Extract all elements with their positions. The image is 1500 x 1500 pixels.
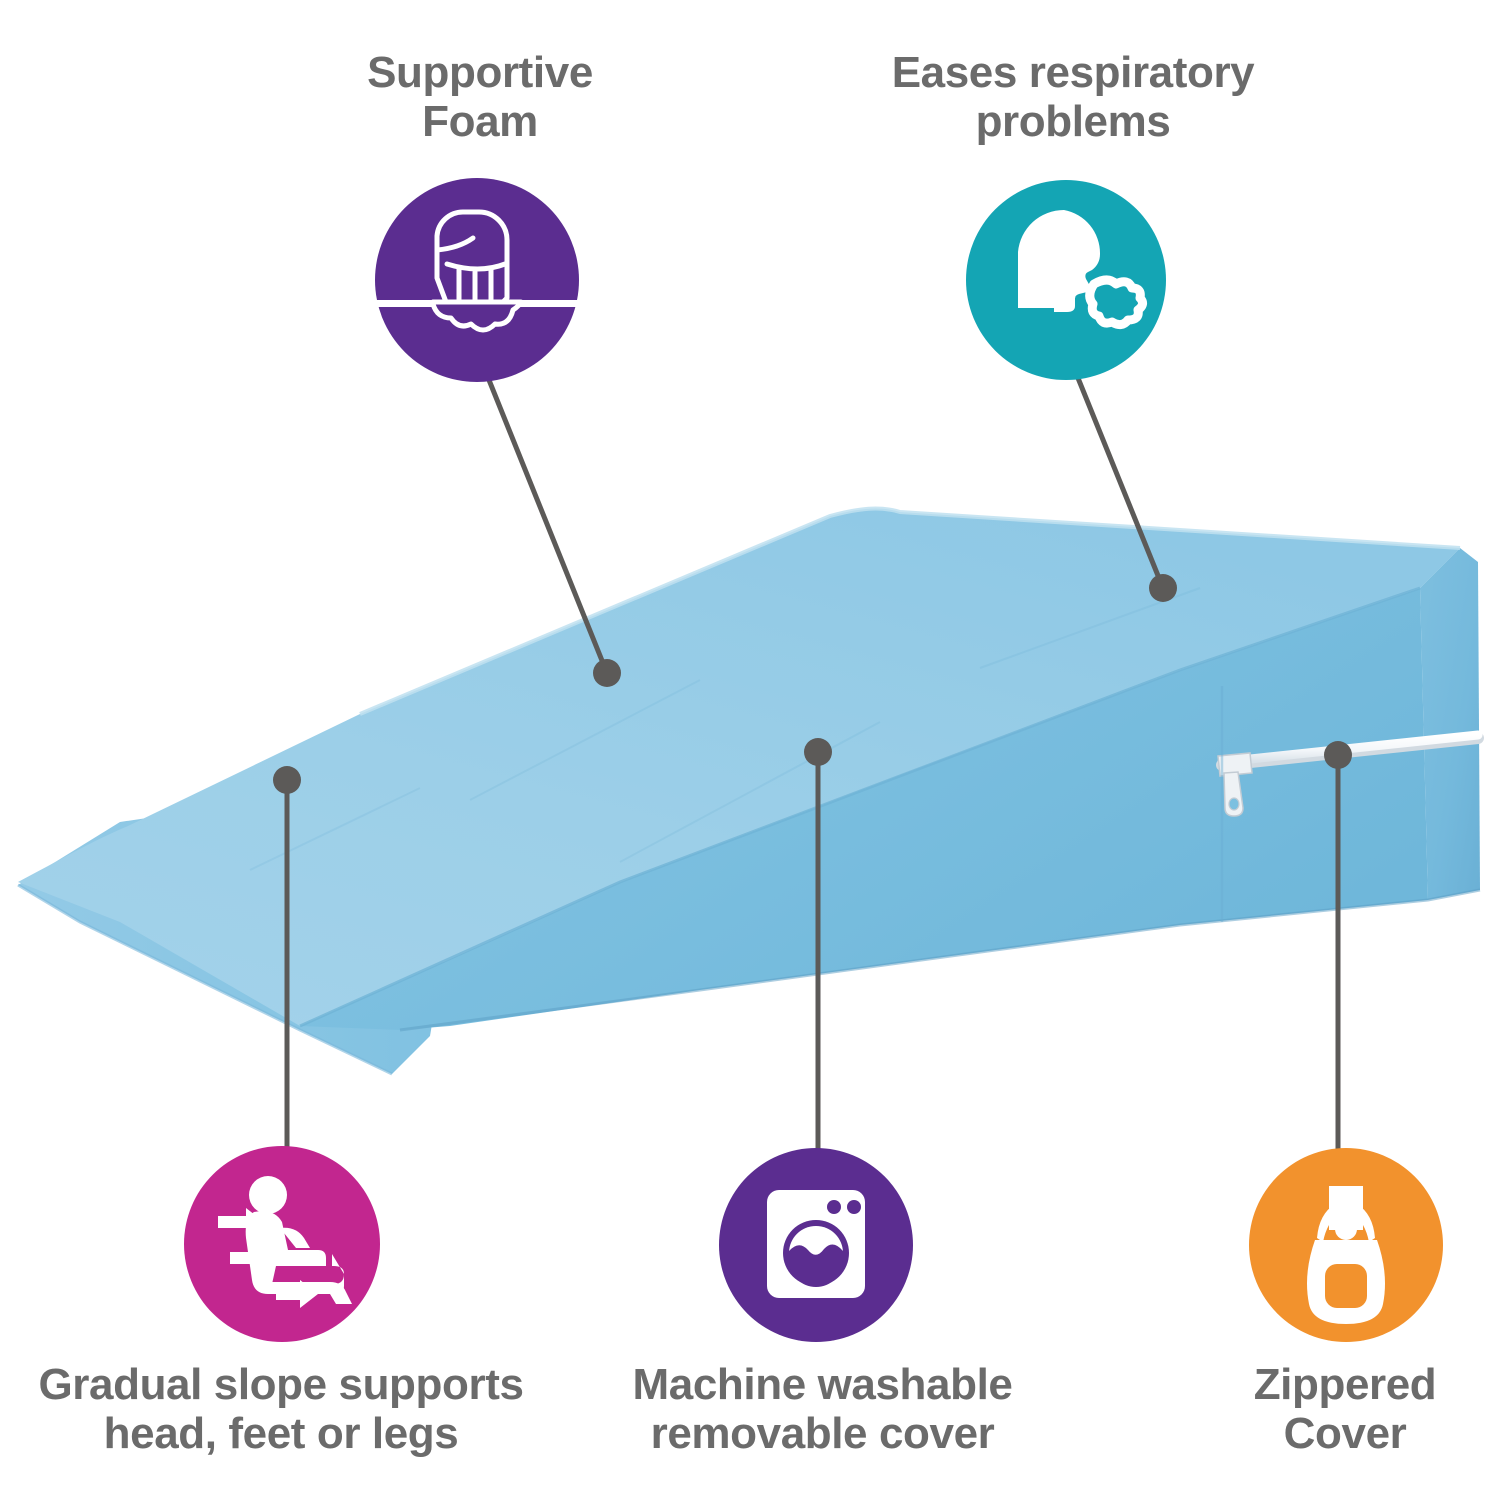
wedge-right-face <box>1420 548 1480 900</box>
callout-label-respiratory: Eases respiratory problems <box>891 48 1255 147</box>
wedge-top-surface <box>18 508 1460 1026</box>
zipper-slider-shoulders <box>1317 1204 1375 1242</box>
callout-icon-zippered[interactable] <box>1249 1148 1443 1342</box>
callout-label-supportive-foam: Supportive Foam <box>367 48 593 147</box>
washer-dial-1 <box>827 1200 841 1214</box>
product-image-wedge-pillow <box>0 470 1500 1080</box>
callout-label-machine-wash: Machine washable removable cover <box>632 1360 1013 1459</box>
wedge-front-panel <box>300 588 1428 1030</box>
washer-water-wave <box>789 1244 843 1287</box>
zipper-tongue <box>1335 1192 1357 1240</box>
reclining-person-support-icon <box>218 1176 352 1308</box>
callout-label-zippered: Zippered Cover <box>1253 1360 1437 1459</box>
wedge-pillow-illustration <box>17 506 1484 1076</box>
callout-icon-respiratory[interactable] <box>966 180 1166 380</box>
wedge-apex-ridge <box>359 506 1461 716</box>
callout-icon-gradual-slope[interactable] <box>184 1146 380 1342</box>
washing-machine-icon <box>767 1190 865 1298</box>
callout-icon-supportive-foam[interactable] <box>375 178 579 382</box>
wedge-crease-line <box>299 586 1421 1028</box>
head-profile <box>1018 209 1101 312</box>
callout-label-gradual-slope: Gradual slope supports head, feet or leg… <box>38 1360 524 1459</box>
wedge-bottom-edge <box>399 888 1481 1032</box>
zipper-pull-icon <box>1307 1186 1385 1324</box>
zipper-pull-hole <box>1228 797 1240 811</box>
hand-pressing-foam-icon <box>375 209 579 333</box>
foam-depression <box>430 299 524 333</box>
breath-cloud <box>1085 275 1148 330</box>
wedge-left-tip-edge <box>17 883 393 1076</box>
callout-icon-machine-wash[interactable] <box>719 1148 913 1342</box>
support-arrows <box>218 1208 318 1308</box>
washer-dial-2 <box>847 1200 861 1214</box>
head-breathing-icon <box>1018 209 1148 330</box>
zipper-pull-hole <box>1325 1264 1367 1308</box>
zipper-slider <box>1217 752 1253 777</box>
